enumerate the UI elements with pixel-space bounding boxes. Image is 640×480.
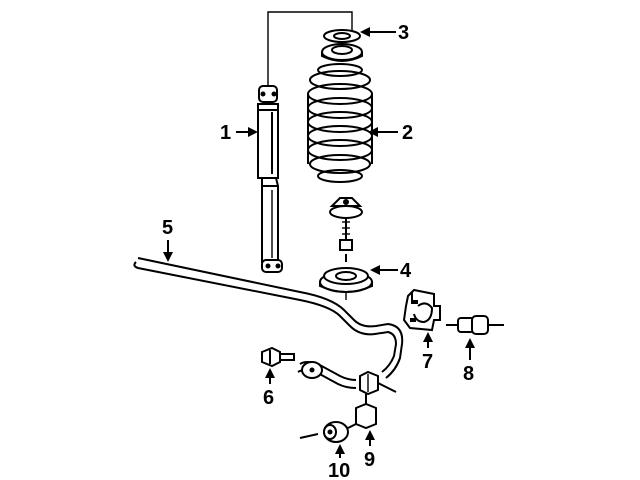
callout-labels: 1 2 3 4 5 6 7 8 9 10 [162,22,474,480]
callout-6: 6 [263,387,274,409]
callout-9: 9 [364,449,375,471]
lower-spring-seat [319,267,373,300]
bolt [261,346,295,368]
callout-8: 8 [463,363,474,385]
callout-1: 1 [220,122,231,144]
callout-4: 4 [400,260,412,282]
upper-spring-insulator [321,29,363,62]
stabilizer-bar [133,257,404,389]
callout-2: 2 [402,122,413,144]
callout-10: 10 [328,460,350,480]
bushing-bracket [402,288,441,332]
stabilizer-link [355,370,397,430]
link-bushing [299,421,357,443]
callout-7: 7 [422,351,433,373]
callout-3: 3 [398,22,409,44]
coil-spring [307,63,373,183]
callout-5: 5 [162,217,173,239]
bushing [446,315,504,335]
leader-lines [163,27,475,458]
shock-absorber [257,11,353,273]
spring-mount [329,197,363,262]
